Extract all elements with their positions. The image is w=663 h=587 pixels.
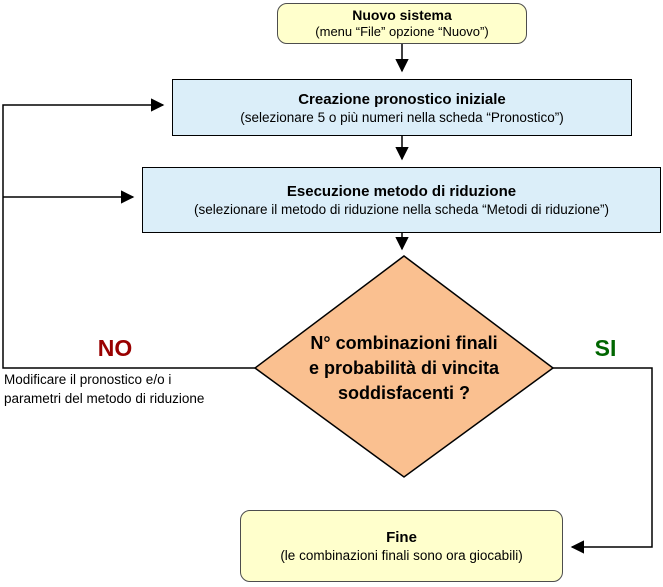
decision-node-text: N° combinazioni finali e probabilità di … <box>274 331 534 406</box>
step2-title: Esecuzione metodo di riduzione <box>286 183 517 200</box>
end-node-title: Fine <box>386 529 417 546</box>
end-node: Fine (le combinazioni finali sono ora gi… <box>240 510 563 582</box>
step1-title: Creazione pronostico iniziale <box>298 90 506 108</box>
decision-line1: N° combinazioni finali <box>310 333 498 353</box>
arrow-no-loop-to-step1 <box>2 98 255 369</box>
step1-subtitle: (selezionare 5 o più numeri nella scheda… <box>240 109 564 125</box>
decision-line3: soddisfacenti ? <box>337 383 471 403</box>
no-branch-label: NO <box>97 335 133 361</box>
start-node: Nuovo sistema (menu “File” opzione “Nuov… <box>277 3 527 44</box>
no-note-line2: parametri del metodo di riduzione <box>4 391 205 406</box>
decision-diamond-shape <box>253 255 555 478</box>
arrow-si-to-end <box>553 367 653 554</box>
process-step-run-reduction: Esecuzione metodo di riduzione (selezion… <box>142 167 661 233</box>
decision-line2: e probabilità di vincita <box>308 358 500 378</box>
step2-subtitle: (selezionare il metodo di riduzione nell… <box>194 202 609 217</box>
end-node-subtitle: (le combinazioni finali sono ora giocabi… <box>280 548 523 563</box>
start-node-subtitle: (menu “File” opzione “Nuovo”) <box>315 24 489 39</box>
process-step-create-forecast: Creazione pronostico iniziale (seleziona… <box>172 79 632 136</box>
si-branch-label: SI <box>594 335 617 361</box>
start-node-title: Nuovo sistema <box>352 7 452 23</box>
no-branch-note: Modificare il pronostico e/o i parametri… <box>4 370 254 408</box>
no-note-line1: Modificare il pronostico e/o i <box>4 372 172 387</box>
